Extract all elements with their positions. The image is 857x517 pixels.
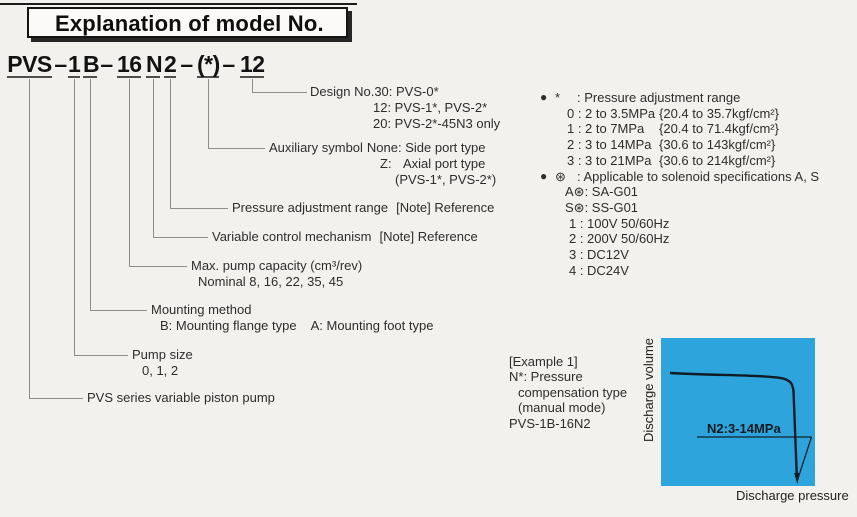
leader-horizontal-pump-size — [74, 355, 128, 356]
legend-pressure-title: : Pressure adjustment range — [577, 90, 741, 105]
chart-x-axis-label: Discharge pressure — [736, 488, 849, 503]
design-no-head: Design No. — [310, 84, 375, 99]
aux-row-2-key: Z: — [380, 156, 392, 171]
model-segment-design: 12 — [240, 51, 265, 78]
legend-solenoid-title: : Applicable to solenoid specifications … — [577, 168, 820, 184]
leader-vertical-mounting — [90, 79, 91, 310]
model-dash-3: – — [180, 51, 193, 77]
label-design-no: Design No.30: PVS-0* 12: PVS-1*, PVS-2* … — [310, 84, 500, 132]
top-rule — [0, 3, 357, 5]
model-segment-pressure: 2 — [164, 51, 177, 78]
chart-annotation: N2:3-14MPa — [707, 421, 781, 436]
example-row-1: [Example 1] — [509, 354, 578, 369]
label-variable-control: Variable control mechanism [Note] Referen… — [212, 229, 478, 245]
label-max-pump-capacity: Max. pump capacity (cm³/rev) Nominal 8, … — [191, 258, 362, 290]
series-row: PVS series variable piston pump — [87, 390, 275, 405]
design-no-row-2: 20: PVS-2*-45N3 only — [373, 116, 501, 131]
mounting-row-1: Mounting method — [151, 302, 252, 317]
label-pvs-series: PVS series variable piston pump — [87, 390, 275, 406]
aux-row-1: None: Side port type — [366, 140, 486, 155]
leader-horizontal-control — [153, 237, 208, 238]
variable-note: [Note] Reference — [379, 229, 478, 244]
legend-voltage-row-3: 4 :DC24V — [569, 262, 629, 278]
leader-horizontal-mounting — [90, 310, 147, 311]
model-dash-4: – — [222, 51, 235, 77]
example-row-5: PVS-1B-16N2 — [509, 415, 591, 431]
model-segment-aux: (*) — [197, 51, 220, 78]
leader-horizontal-pressure — [170, 208, 228, 209]
capacity-row-2: Nominal 8, 16, 22, 35, 45 — [198, 274, 344, 289]
legend: ● * : Pressure adjustment range 0 :2 to 3.… — [540, 90, 819, 278]
label-mounting-method: Mounting method B: Mounting flange type A… — [151, 302, 433, 334]
legend-solenoid-row-1: S⊛: SS-G01 — [565, 199, 639, 215]
leader-horizontal-aux — [208, 148, 265, 149]
aux-head: Auxiliary symbol — [269, 140, 363, 155]
legend-pressure-head: ● * : Pressure adjustment range — [540, 90, 819, 106]
leader-vertical-design — [252, 79, 253, 92]
bullet-icon: ● — [540, 90, 548, 104]
leader-vertical-pressure — [170, 79, 171, 208]
variable-text: Variable control mechanism — [212, 229, 372, 244]
mounting-flange: B: Mounting flange type — [160, 318, 297, 333]
model-segment-control: N — [146, 51, 163, 78]
legend-pressure-row-2: 2 :3 to 14MPa{30.6 to 143kgf/cm²} — [567, 137, 776, 153]
legend-pressure-row-3: 3 :3 to 21MPa{30.6 to 214kgf/cm²} — [567, 152, 776, 168]
legend-voltage-row-0: 1 :100V 50/60Hz — [569, 215, 670, 231]
page-title-text: Explanation of model No. — [55, 11, 324, 36]
chart-y-axis-label: Discharge volume — [641, 338, 656, 443]
label-pressure-adjustment: Pressure adjustment range [Note] Referenc… — [232, 200, 494, 216]
leader-vertical-pump-size — [74, 79, 75, 355]
design-no-row-0: 30: PVS-0* — [374, 84, 439, 99]
example-note: [Example 1] N*: Pressure compensation ty… — [509, 354, 627, 431]
chart-curve — [669, 371, 813, 484]
example-row-4: (manual mode) — [518, 400, 606, 416]
leader-horizontal-design — [252, 92, 307, 93]
aux-row-2-val: Axial port type — [403, 156, 486, 171]
leader-vertical-pvs — [29, 79, 30, 398]
model-segment-pvs: PVS — [7, 51, 52, 78]
legend-voltage-row-2: 3 :DC12V — [569, 247, 629, 263]
legend-solenoid-row-0: A⊛: SA-G01 — [565, 184, 639, 200]
legend-solenoid-key: ⊛ — [555, 168, 566, 184]
legend-pressure-row-0: 0 :2 to 3.5MPa{20.4 to 35.7kgf/cm²} — [567, 105, 779, 121]
model-segment-mounting: B — [83, 51, 100, 78]
model-segment-pump-size: 1 — [68, 51, 81, 78]
capacity-row-1: Max. pump capacity (cm³/rev) — [191, 258, 363, 273]
chart: N2:3-14MPa — [661, 338, 815, 486]
design-no-row-1: 12: PVS-1*, PVS-2* — [373, 100, 488, 115]
example-row-2: N*: Pressure — [509, 369, 583, 385]
pressure-text: Pressure adjustment range — [232, 200, 389, 215]
page-title: Explanation of model No. — [27, 7, 348, 38]
legend-solenoid-head: ● ⊛ : Applicable to solenoid specification… — [540, 169, 819, 185]
legend-voltage-row-1: 2 :200V 50/60Hz — [569, 231, 670, 247]
aux-row-3: (PVS-1*, PVS-2*) — [395, 172, 497, 187]
pump-size-row-2: 0, 1, 2 — [142, 363, 179, 378]
model-dash-2: – — [100, 51, 113, 77]
curve-line — [669, 371, 798, 477]
model-segment-capacity: 16 — [117, 51, 142, 78]
pressure-note: [Note] Reference — [396, 200, 495, 215]
annotation-pointer-line — [796, 436, 813, 481]
leader-horizontal-series — [29, 398, 83, 399]
pump-size-row-1: Pump size — [132, 347, 193, 362]
example-row-3: compensation type — [518, 384, 628, 400]
model-dash-1: – — [54, 51, 67, 77]
leader-vertical-aux — [208, 79, 209, 148]
label-pump-size: Pump size 0, 1, 2 — [132, 347, 193, 379]
bullet-icon: ● — [540, 168, 548, 183]
mounting-foot: A: Mounting foot type — [310, 318, 434, 333]
leader-vertical-control — [153, 79, 154, 237]
legend-pressure-row-1: 1 :2 to 7MPa{20.4 to 71.4kgf/cm²} — [567, 121, 779, 137]
legend-pressure-key: * — [555, 90, 561, 105]
leader-horizontal-capacity — [129, 266, 187, 267]
leader-vertical-capacity — [129, 79, 130, 266]
